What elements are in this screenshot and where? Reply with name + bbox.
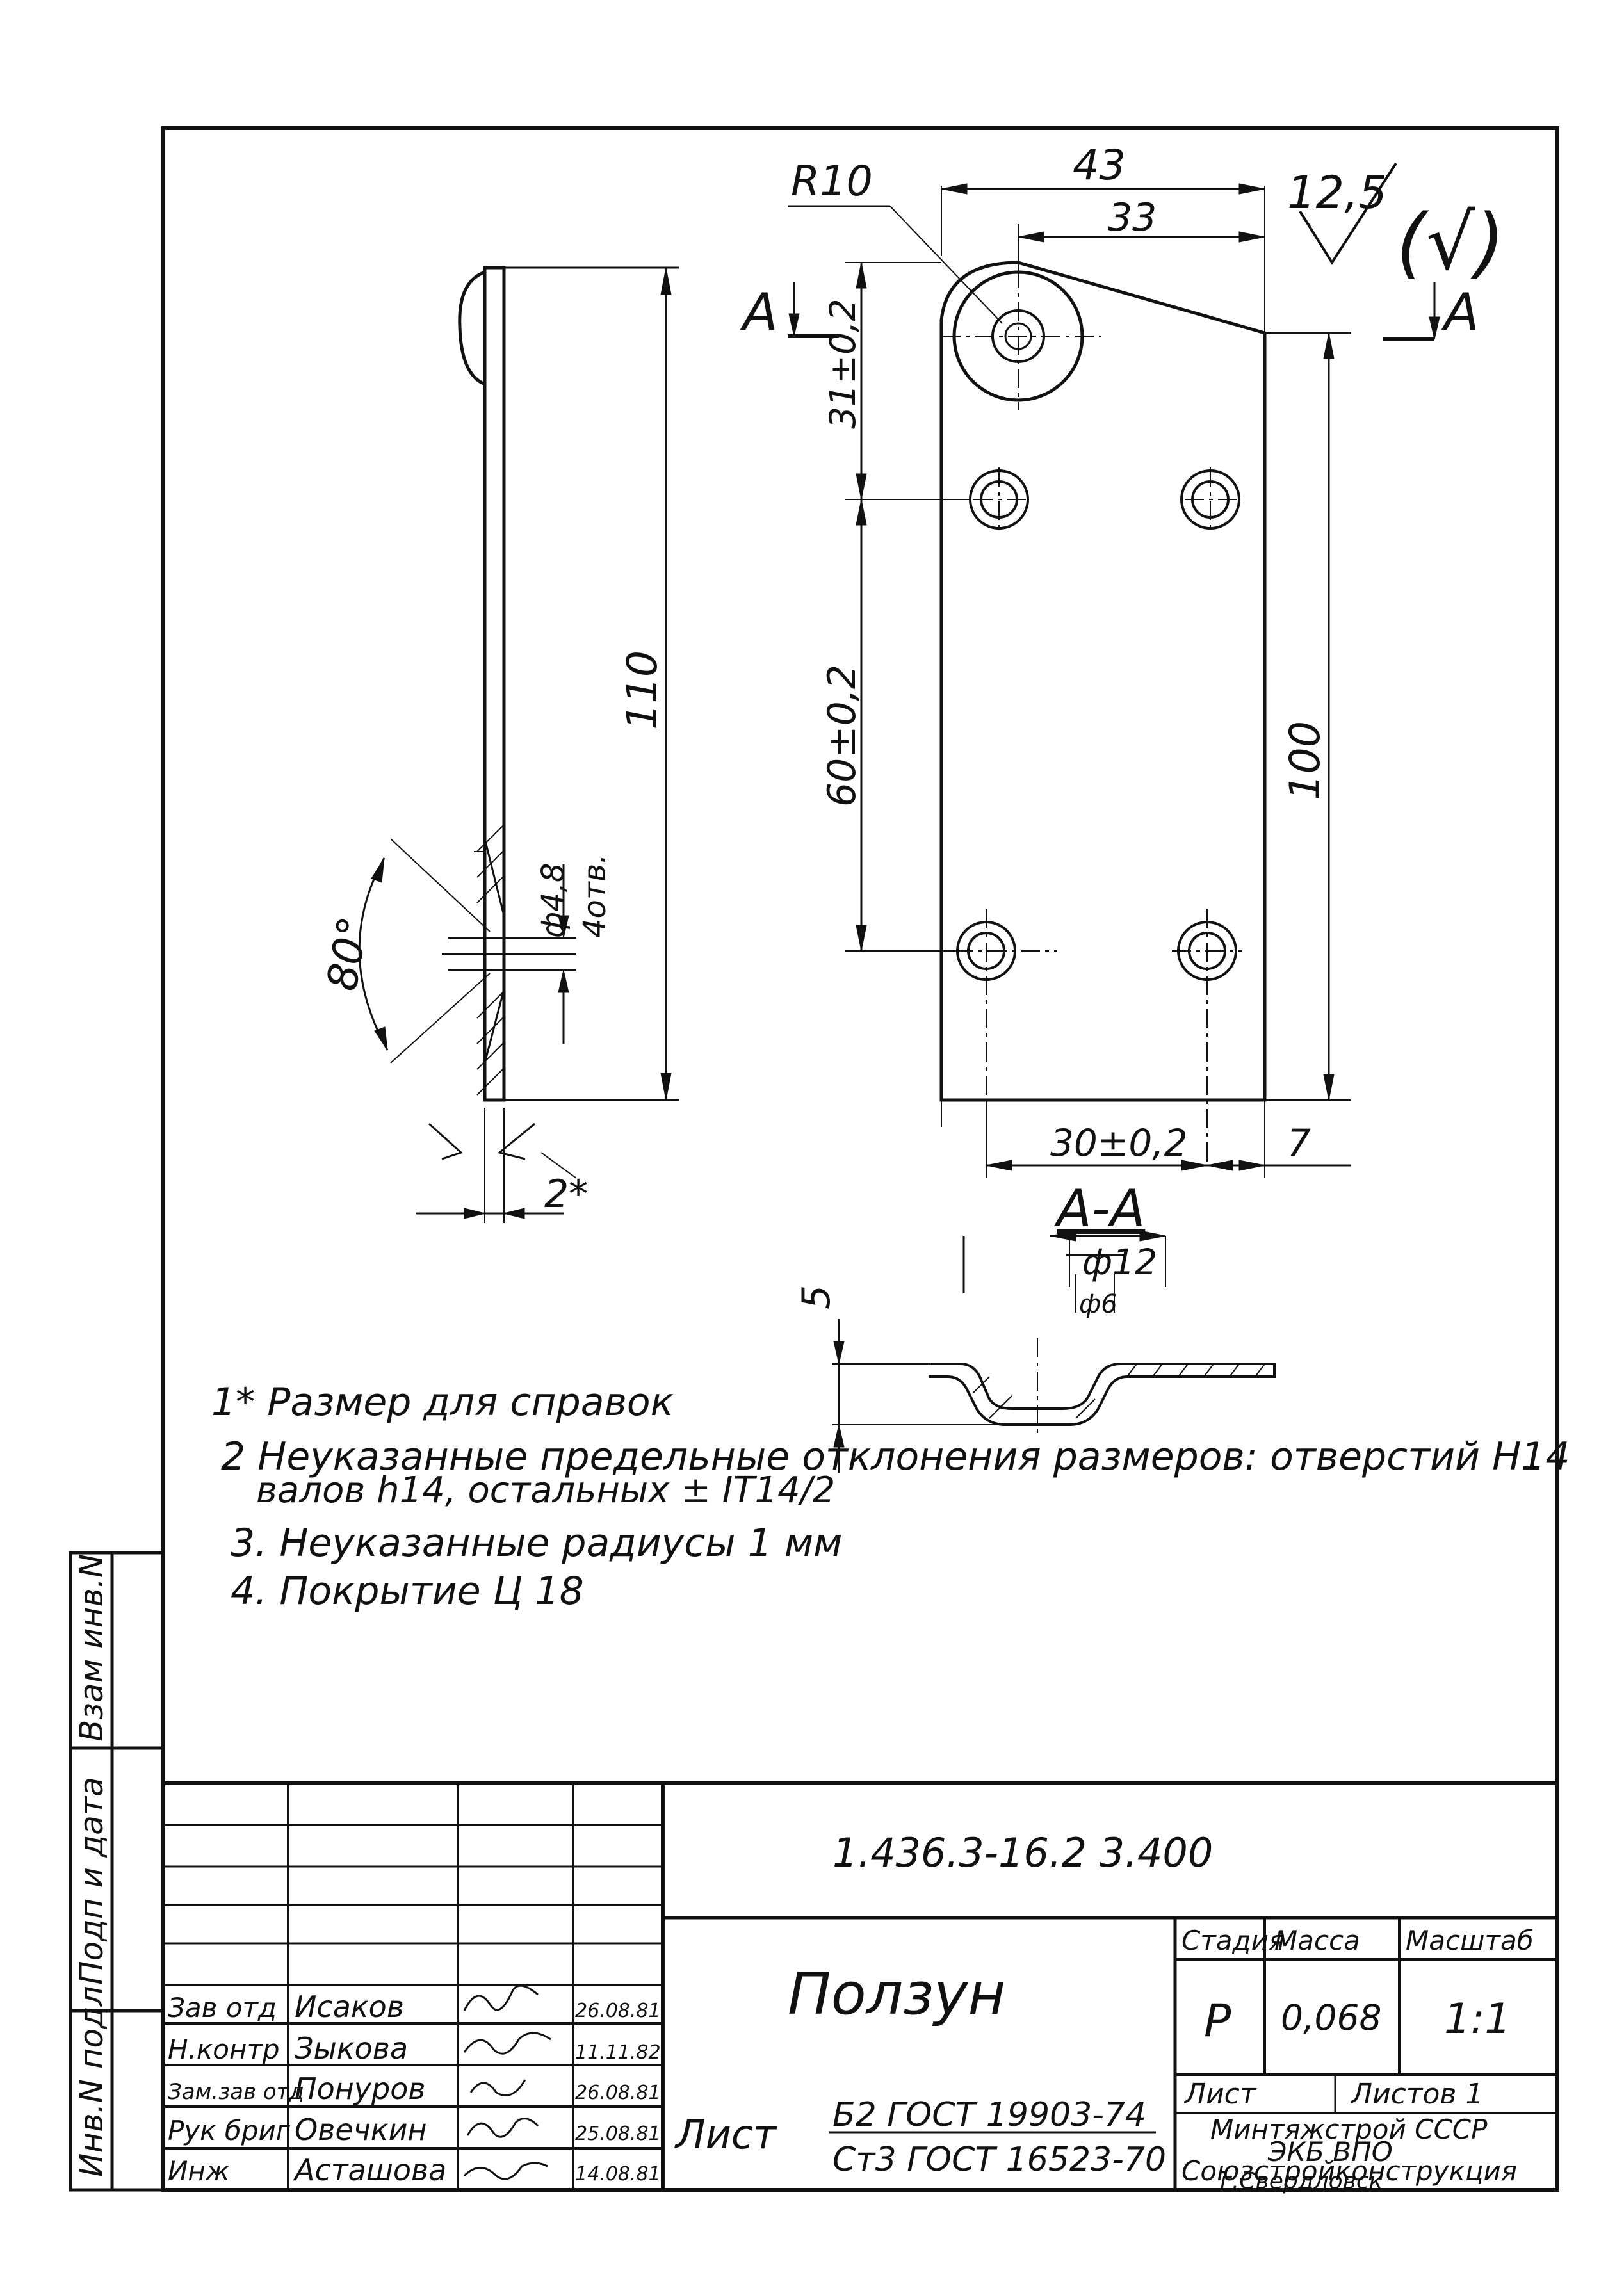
- doc-number: 1.436.3-16.2 3.400: [832, 1829, 1213, 1876]
- dim-7: 7: [1287, 1121, 1311, 1165]
- dim-r10: R10: [791, 158, 873, 206]
- note-2-continued: валов h14, остальных ± IT14/2: [256, 1470, 836, 1511]
- signer-date: 26.08.81: [575, 2082, 661, 2104]
- dim-hole-count: 4отв.: [577, 854, 613, 938]
- side-view: [358, 266, 679, 1223]
- dim-31: 31±0,2: [822, 298, 863, 429]
- sheet-label: Лист: [1183, 2078, 1257, 2110]
- dim-5: 5: [794, 1285, 839, 1309]
- material-bottom: Ст3 ГОСТ 16523-70: [832, 2141, 1166, 2179]
- dim-hole: ф4,8: [535, 863, 571, 938]
- stage-label: Стадия: [1181, 1925, 1285, 1956]
- dim-d6: ф6: [1079, 1290, 1117, 1319]
- section-mark-right: A: [1441, 282, 1479, 342]
- signer-role: Инж: [168, 2155, 230, 2187]
- stage-value: Р: [1204, 1995, 1231, 2047]
- title-block-frame: [163, 1781, 1557, 2190]
- side-stamp-vzam: Взам инв.N: [73, 1554, 110, 1742]
- signer-date: 14.08.81: [575, 2163, 661, 2185]
- section-title: A-A: [1053, 1179, 1145, 1238]
- dim-110: 110: [619, 651, 667, 730]
- dim-33: 33: [1108, 195, 1157, 240]
- signer-name: Исаков: [295, 1989, 404, 2024]
- signer-name: Зыкова: [295, 2031, 408, 2066]
- title-block: 1.436.3-16.2 3.400 Ползун Стадия Масса М…: [168, 1829, 1534, 2194]
- side-stamp-inv: Инв.N подл: [73, 1986, 110, 2177]
- roughness-value: 12,5: [1287, 166, 1387, 219]
- org-line-4: г.Свердловск: [1220, 2168, 1383, 2194]
- scale-value: 1:1: [1444, 1995, 1511, 2043]
- dim-43: 43: [1073, 142, 1126, 190]
- material-label: Лист: [674, 2111, 777, 2158]
- signer-name: Овечкин: [295, 2112, 427, 2147]
- scale-label: Масштаб: [1406, 1925, 1534, 1956]
- signer-role: Рук бриг: [168, 2115, 291, 2146]
- note-3: 3. Неуказанные радиусы 1 мм: [231, 1521, 843, 1566]
- part-name: Ползун: [788, 1961, 1005, 2028]
- mass-label: Масса: [1274, 1925, 1360, 1956]
- signer-role: Зам.зав отд: [168, 2079, 304, 2105]
- dim-angle: 80°: [318, 913, 378, 994]
- dim-d12: ф12: [1082, 1242, 1157, 1283]
- side-stamp: [69, 1551, 165, 2192]
- org-line-2: ЭКБ ВПО: [1267, 2136, 1393, 2167]
- signer-date: 25.08.81: [575, 2123, 661, 2145]
- mounting-holes: [956, 469, 1240, 981]
- mass-value: 0,068: [1281, 1997, 1381, 2038]
- signer-date: 26.08.81: [575, 2000, 661, 2022]
- note-4: 4. Покрытие Ц 18: [231, 1569, 584, 1614]
- dim-60: 60±0,2: [820, 665, 865, 807]
- sheets-label: Листов 1: [1350, 2078, 1483, 2110]
- signatures: [463, 1984, 551, 2180]
- note-2: 2 Неуказанные предельные отклонения разм…: [221, 1434, 1570, 1479]
- front-view: [788, 162, 1440, 1178]
- signer-role: Зав отд: [168, 1992, 277, 2023]
- material-top: Б2 ГОСТ 19903-74: [832, 2096, 1146, 2134]
- section-a-a: [832, 1230, 1276, 1473]
- org-line-1: Минтяжстрой СССР: [1210, 2114, 1488, 2145]
- section-mark-left: A: [740, 282, 778, 342]
- org-line-3: Союзстройконструкция: [1181, 2155, 1517, 2187]
- side-stamp-podp: Подп и дата: [73, 1777, 110, 1985]
- dim-thickness: 2*: [544, 1172, 588, 1217]
- signer-date: 11.11.82: [575, 2041, 661, 2064]
- dim-100: 100: [1281, 721, 1329, 800]
- signer-role: Н.контр: [168, 2034, 280, 2065]
- sheet-frame: [161, 126, 1559, 2192]
- signer-name: Асташова: [293, 2153, 446, 2187]
- note-1: 1* Размер для справок: [211, 1380, 674, 1425]
- drawing-labels: 12,5 (√) A A A-A R10 43 33 31±0,2 60±0,2…: [318, 142, 1505, 1319]
- signer-name: Понуров: [295, 2071, 425, 2106]
- dim-30: 30±0,2: [1050, 1121, 1188, 1165]
- roughness-other: (√): [1396, 198, 1505, 288]
